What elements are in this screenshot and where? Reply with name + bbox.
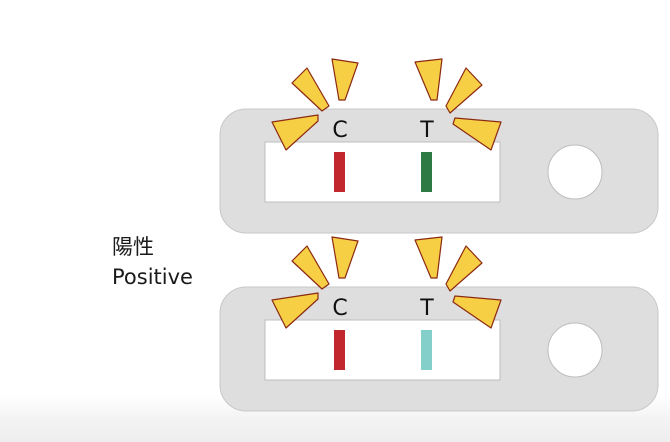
test-label: T	[419, 296, 434, 321]
test-line-strong	[421, 152, 432, 192]
result-label-english: Positive	[112, 265, 193, 289]
control-label: C	[332, 118, 347, 143]
test-strip-2: C T	[219, 236, 659, 412]
result-label-japanese: 陽性	[112, 235, 154, 259]
control-label: C	[332, 296, 347, 321]
test-label: T	[419, 118, 434, 143]
control-line	[334, 330, 345, 370]
result-label: 陽性 Positive	[112, 232, 193, 292]
test-strip-1: C T	[219, 58, 659, 234]
control-line	[334, 152, 345, 192]
test-line-faint	[421, 330, 432, 370]
